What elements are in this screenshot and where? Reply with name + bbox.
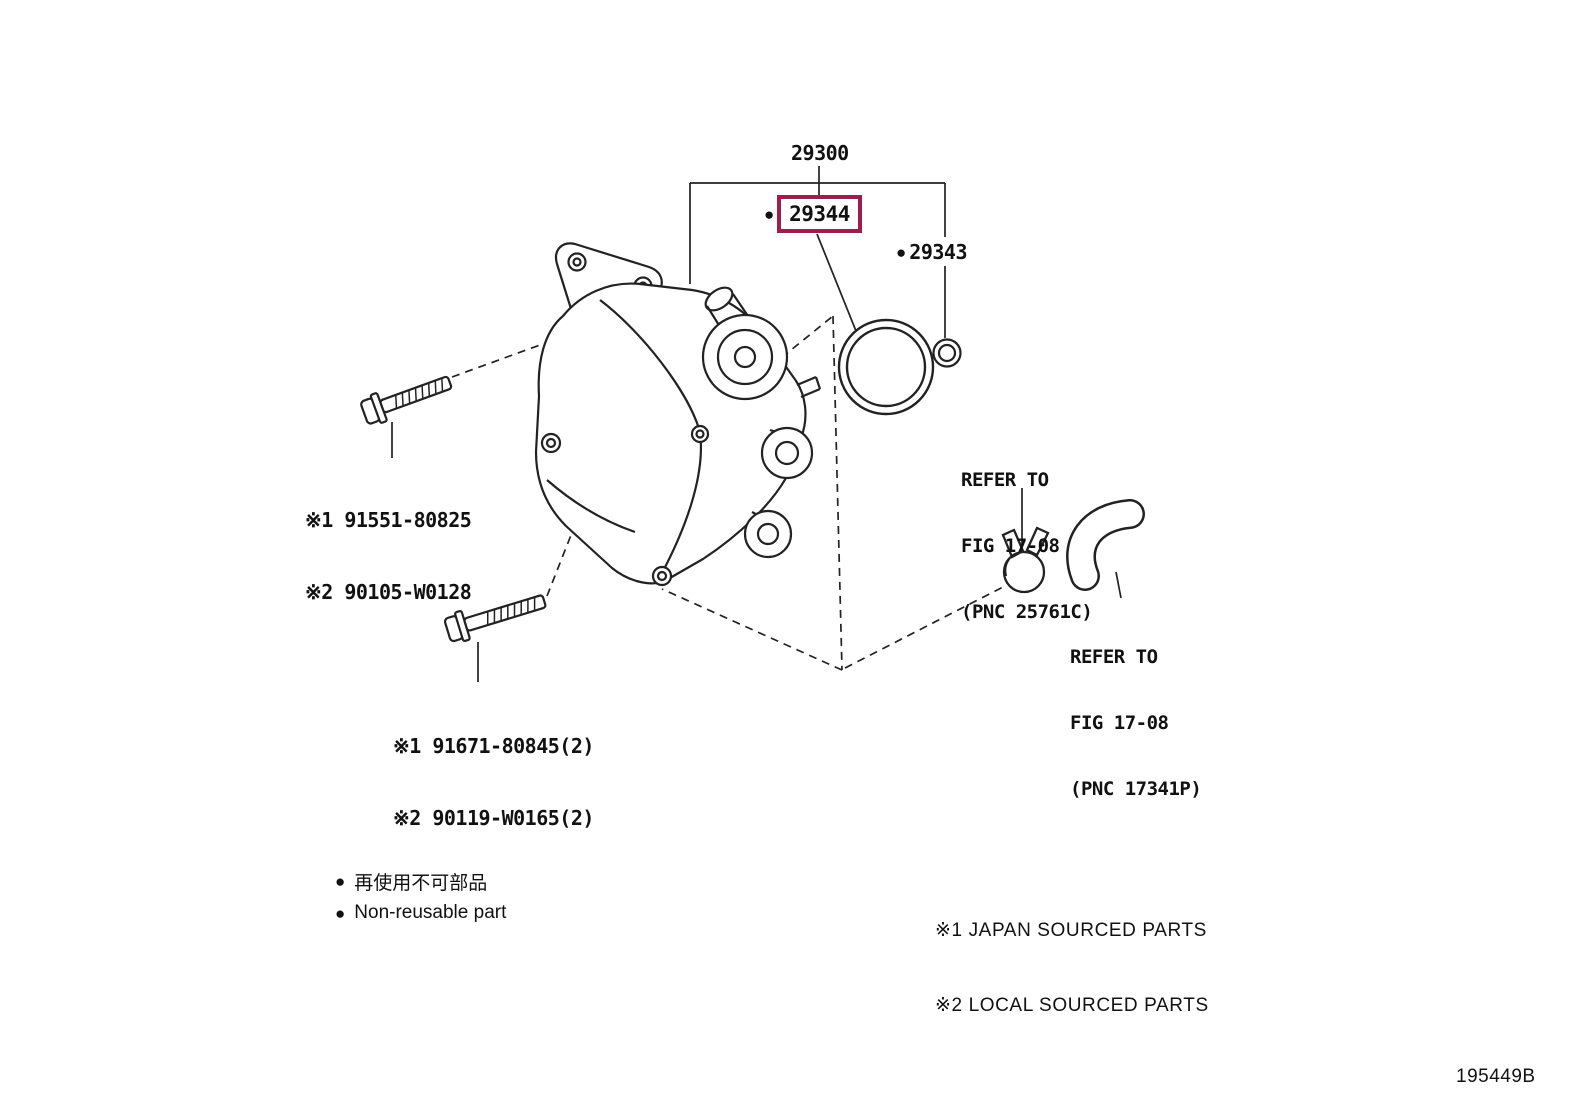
hose-clamp-drawing — [1001, 526, 1050, 594]
legend-row-jp: ● 再使用不可部品 — [335, 868, 506, 895]
hose-drawing — [1066, 499, 1145, 591]
refer-note-line: (PNC 17341P) — [1070, 778, 1202, 800]
refer-note-clamp: REFER TO FIG 17-08 (PNC 25761C) — [961, 425, 1093, 667]
refer-note-line: FIG 17-08 — [961, 535, 1060, 557]
legend-row-en: ● Non-reusable part — [335, 902, 506, 924]
highlighted-part-box[interactable]: 29344 — [777, 195, 862, 233]
vacuum-pump-drawing — [534, 242, 822, 587]
part-label-line[interactable]: ※2 90105-W0128 — [305, 580, 472, 604]
part-label-line[interactable]: ※1 91551-80825 — [305, 508, 472, 532]
refer-note-line: (PNC 25761C) — [961, 601, 1093, 623]
legend-text-jp: 再使用不可部品 — [354, 872, 488, 894]
legend-sourcing: ※1 JAPAN SOURCED PARTS ※2 LOCAL SOURCED … — [935, 868, 1209, 1068]
bolt-upper-drawing — [360, 375, 453, 425]
part-label-29343[interactable]: ● 29343 — [896, 240, 967, 264]
part-label-line[interactable]: ※1 91671-80845(2) — [393, 734, 594, 758]
part-label-29300[interactable]: 29300 — [791, 141, 849, 165]
non-reusable-bullet-icon: ● — [896, 242, 907, 262]
part-label-bolt-upper[interactable]: ※1 91551-80825 ※2 90105-W0128 — [305, 460, 472, 652]
refer-note-line: REFER TO — [961, 469, 1049, 491]
part-label-line[interactable]: ※2 90119-W0165(2) — [393, 806, 594, 830]
seal-ring-drawing — [932, 338, 962, 368]
non-reusable-bullet-icon: ● — [764, 205, 775, 224]
legend-text-en: Non-reusable part — [354, 902, 507, 923]
legend-japan-sourced: ※1 JAPAN SOURCED PARTS — [935, 920, 1207, 941]
part-label-29344[interactable]: 29344 — [789, 202, 850, 226]
o-ring-drawing — [837, 318, 935, 416]
legend-local-sourced: ※2 LOCAL SOURCED PARTS — [935, 995, 1209, 1016]
projection-dashed-lines — [451, 315, 1008, 671]
refer-note-line: FIG 17-08 — [1070, 712, 1169, 734]
bolt-lower-drawing — [443, 594, 547, 643]
figure-code: 195449B — [1456, 1066, 1536, 1087]
refer-note-hose: REFER TO FIG 17-08 (PNC 17341P) — [1070, 602, 1202, 844]
leader-lines — [391, 166, 1122, 682]
refer-note-line: REFER TO — [1070, 646, 1158, 668]
non-reusable-bullet-icon: ● — [335, 903, 346, 923]
legend-non-reusable: ● 再使用不可部品 ● Non-reusable part — [335, 868, 506, 924]
non-reusable-bullet-icon: ● — [335, 872, 346, 891]
part-label-bolt-lower[interactable]: ※1 91671-80845(2) ※2 90119-W0165(2) — [393, 686, 594, 878]
